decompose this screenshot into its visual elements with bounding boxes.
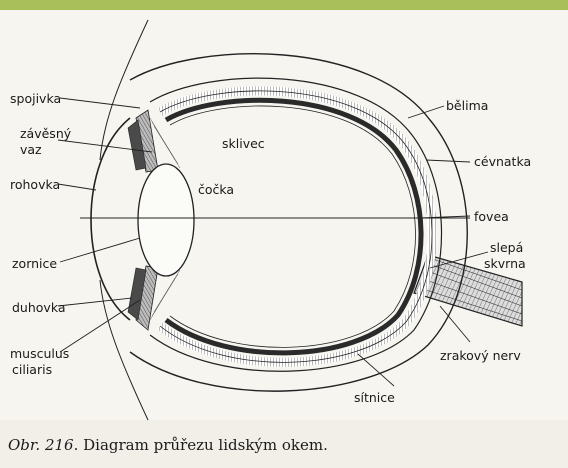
lens — [138, 164, 194, 276]
label-skvrna: skvrna — [484, 256, 526, 271]
label-zavesny: závěsný — [20, 126, 72, 141]
caption-text: Diagram průřezu lidským okem. — [83, 436, 328, 454]
eye-cross-section-diagram: spojivka závěsný vaz rohovka zornice duh… — [0, 0, 568, 430]
label-spojivka: spojivka — [10, 91, 61, 106]
label-musculus: musculus — [10, 346, 69, 361]
label-zornice: zornice — [12, 256, 57, 271]
label-cevnatka: cévnatka — [474, 154, 531, 169]
figure-caption: Obr. 216. Diagram průřezu lidským okem. — [8, 436, 328, 454]
label-sklivec: sklivec — [222, 136, 265, 151]
label-rohovka: rohovka — [10, 177, 60, 192]
label-fovea: fovea — [474, 209, 509, 224]
label-slepa: slepá — [490, 240, 523, 255]
label-belima: bělima — [446, 98, 488, 113]
caption-number: Obr. 216. — [8, 436, 78, 454]
label-cocka: čočka — [198, 182, 234, 197]
label-ciliaris: ciliaris — [12, 362, 52, 377]
label-zavesny-vaz: vaz — [20, 142, 42, 157]
label-duhovka: duhovka — [12, 300, 66, 315]
label-sitnice: sítnice — [354, 390, 395, 405]
label-zrakovy-nerv: zrakový nerv — [440, 348, 521, 363]
